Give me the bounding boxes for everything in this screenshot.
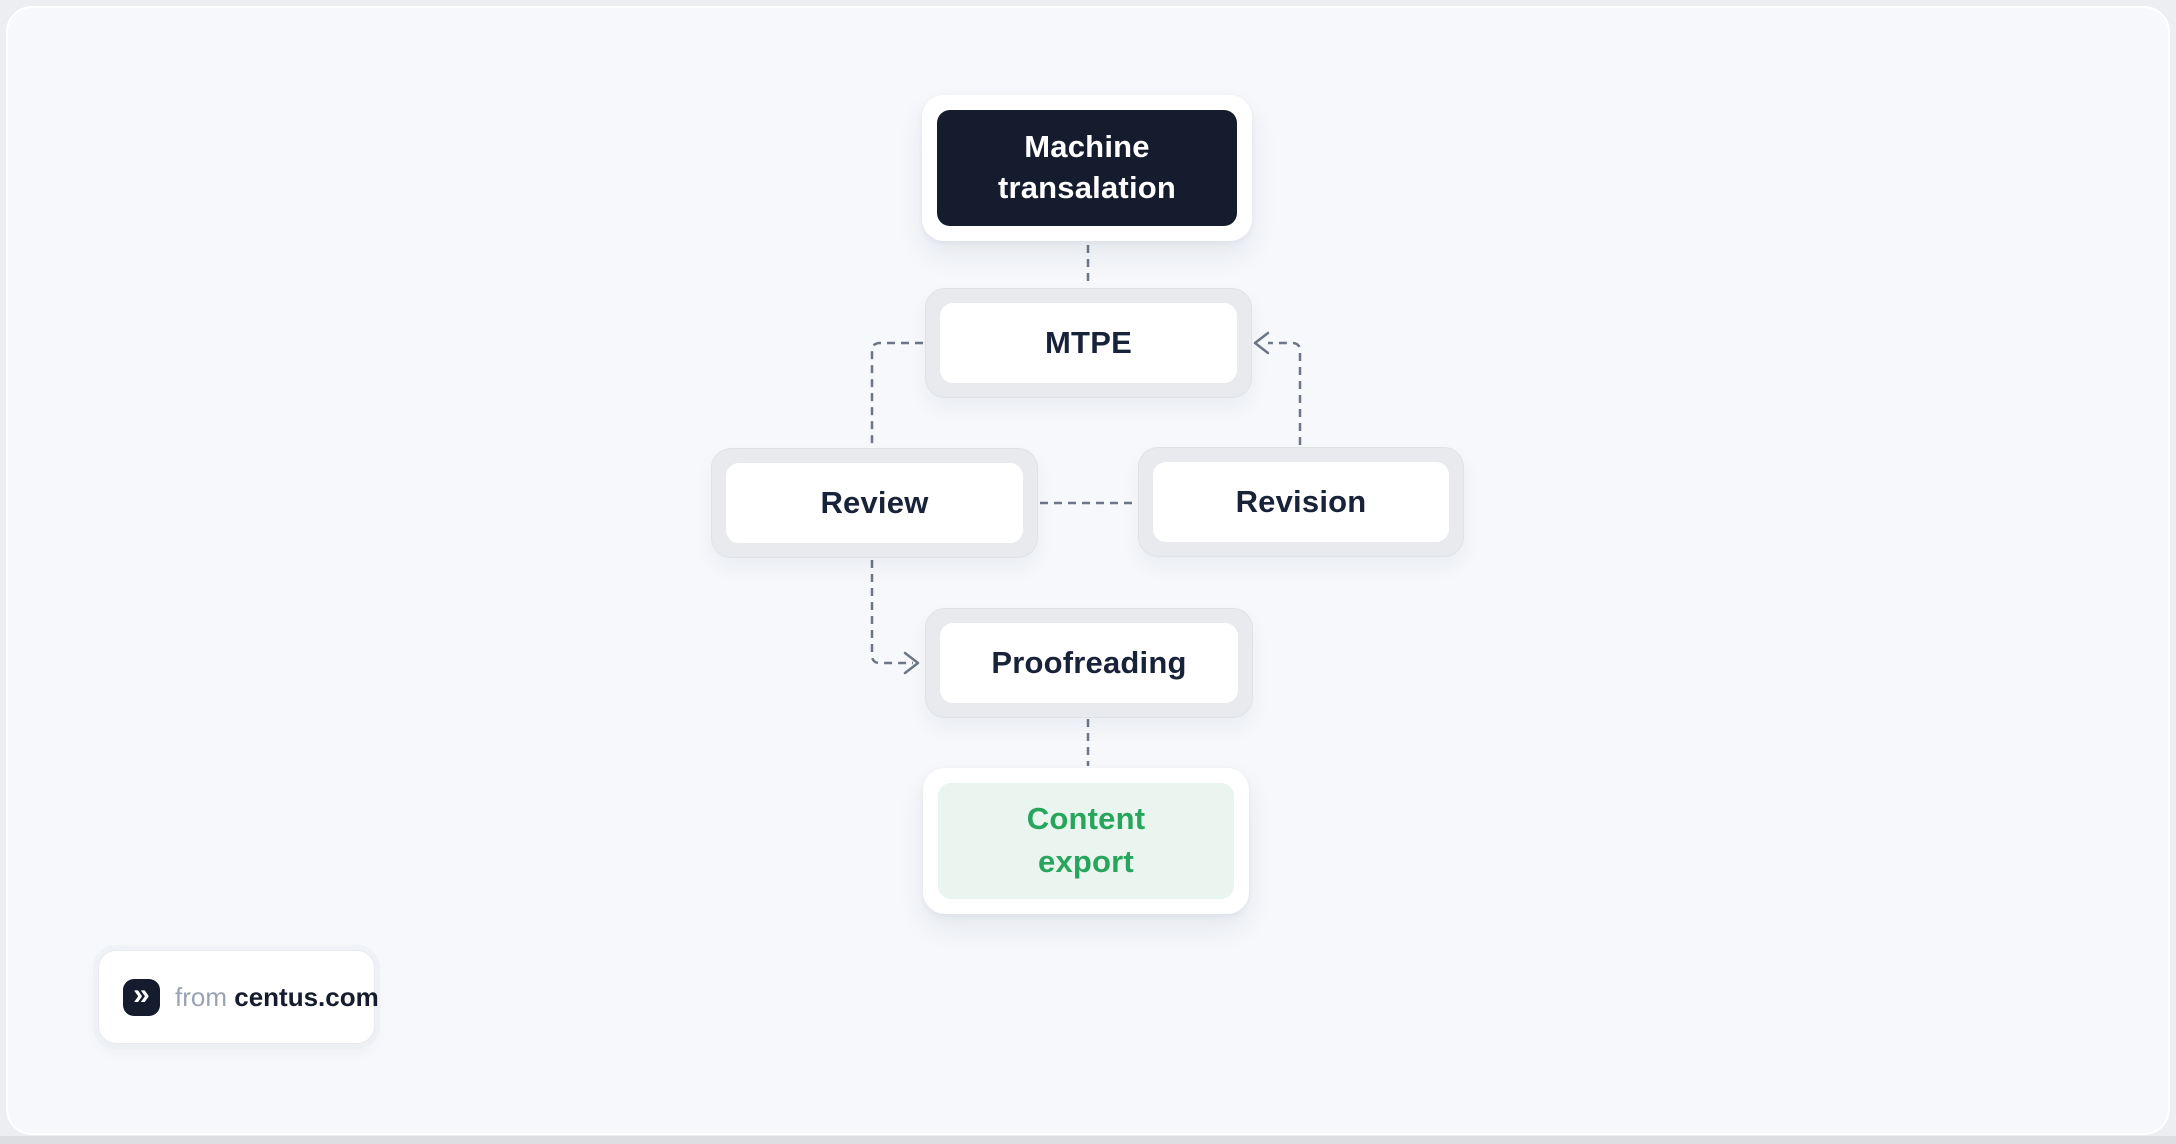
edge-revision-to-mtpe	[1268, 341, 1302, 445]
node-label: Review	[820, 485, 929, 520]
node-proofreading: Proofreading	[925, 608, 1253, 718]
edge-arrowhead-review-to-proofreading	[903, 651, 920, 675]
node-machine-translation: Machine transalation	[922, 95, 1252, 241]
window-bottom-edge	[0, 1136, 2176, 1144]
node-label: MTPE	[1045, 325, 1132, 360]
edge-mtpe-to-review	[870, 341, 923, 446]
node-content-export-body: Content export	[938, 783, 1234, 899]
badge-brand: centus.com	[234, 981, 379, 1012]
node-label: Content export	[1026, 801, 1146, 879]
node-revision-body: Revision	[1153, 462, 1449, 542]
node-mtpe-body: MTPE	[940, 303, 1237, 383]
edge-arrowhead-revision-to-mtpe	[1253, 331, 1270, 355]
node-review: Review	[711, 448, 1038, 558]
double-chevron-right-icon: »	[123, 978, 160, 1016]
edge-review-to-proofreading	[870, 560, 913, 665]
node-label: Machine transalation	[997, 129, 1177, 205]
source-badge[interactable]: » from centus.com	[98, 950, 379, 1044]
node-review-body: Review	[726, 463, 1023, 543]
node-mtpe: MTPE	[925, 288, 1252, 398]
node-machine-translation-body: Machine transalation	[937, 110, 1237, 226]
node-proofreading-body: Proofreading	[940, 623, 1238, 703]
node-label: Revision	[1235, 484, 1367, 519]
node-content-export: Content export	[923, 768, 1249, 914]
badge-prefix: from	[175, 981, 235, 1012]
node-label: Proofreading	[991, 645, 1187, 680]
node-revision: Revision	[1138, 447, 1464, 557]
